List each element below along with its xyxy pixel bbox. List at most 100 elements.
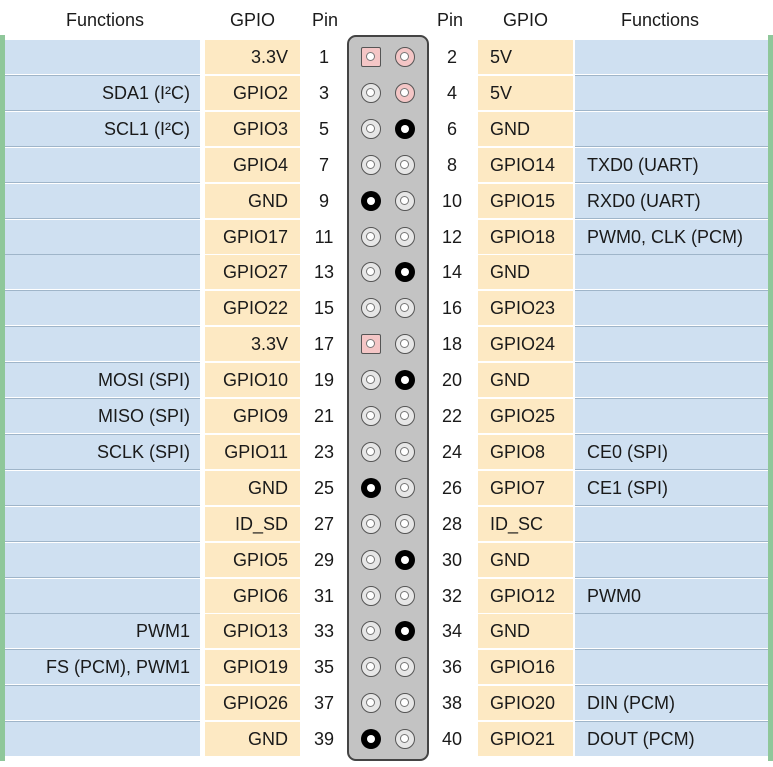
right-function-label [575,399,768,433]
right-pin-number: 16 [441,298,463,319]
row-divider [5,613,200,614]
pin-34-shape [395,621,415,642]
row-divider [575,289,768,291]
right-function-label: TXD0 (UART) [575,147,768,182]
left-gpio-label: GPIO27 [205,255,300,290]
row-divider [5,541,200,543]
right-pin-number: 40 [441,729,463,750]
pin-hole [400,482,409,492]
row-divider [575,325,768,327]
row-divider [5,74,200,76]
right-gpio-label: 5V [478,75,573,110]
row-divider [5,469,200,471]
pin-23-shape [361,441,381,462]
left-pin-number: 27 [313,513,335,534]
right-function-label: PWM0, CLK (PCM) [575,219,768,254]
left-function-label [5,183,200,218]
right-function-label [575,255,768,290]
left-gpio-label: GPIO10 [205,363,300,398]
left-function-label [5,255,200,290]
right-pin-number: 8 [446,154,457,175]
pin-15-shape [361,298,381,319]
pin-hole [400,518,409,528]
left-gpio-label: GPIO4 [205,147,300,182]
left-pin-number: 37 [313,693,335,714]
pin-27-shape [361,513,381,534]
right-gpio-label: GPIO8 [478,434,573,469]
right-function-label [575,363,768,398]
header-right-gpio: GPIO [502,10,548,30]
pin-29-shape [361,549,381,570]
row-divider [575,110,768,112]
right-function-label: CE0 (SPI) [575,434,768,469]
pin-19-shape [361,370,381,391]
pin-4-shape [395,82,415,103]
right-gpio-label: GPIO20 [478,686,573,721]
pin-2-shape [395,47,415,67]
left-function-label: FS (PCM), PWM1 [5,650,200,685]
pin-hole [366,662,375,672]
pin-37-shape [361,693,381,714]
left-pin-number: 23 [313,441,335,462]
right-pin-number: 4 [446,82,457,103]
pin-hole [400,87,409,97]
right-function-label: CE1 (SPI) [575,470,768,505]
right-pin-number: 24 [441,441,463,462]
left-pin-number: 29 [313,549,335,570]
right-pin-number: 26 [441,477,463,498]
right-gpio-label: GPIO23 [478,291,573,326]
pin-10-shape [395,190,415,211]
pin-hole [400,52,409,61]
row-divider [5,397,200,399]
left-gpio-label: GPIO13 [205,614,300,649]
right-function-label [575,111,768,146]
right-pin-number: 20 [441,370,463,391]
row-divider [575,720,768,722]
row-divider [5,361,200,363]
right-gpio-label: GPIO16 [478,650,573,685]
row-divider [5,577,200,579]
row-divider [575,684,768,686]
pin-hole [366,446,375,456]
pin-hole [401,124,409,133]
right-function-label [575,327,768,362]
right-gpio-label: GND [478,255,573,290]
pin-39-shape [361,729,381,750]
right-gpio-label: GPIO25 [478,399,573,433]
left-pin-number: 5 [318,118,329,139]
pin-18-shape [395,334,415,355]
left-function-label [5,506,200,541]
pin-hole [400,446,409,456]
left-pin-number: 9 [318,190,329,211]
left-gpio-label: GPIO9 [205,399,300,433]
left-function-label [5,686,200,721]
right-pin-number: 6 [446,118,457,139]
pin-hole [400,159,409,169]
right-gpio-label: GPIO12 [478,578,573,613]
right-pin-number: 38 [441,693,463,714]
pin-hole [367,196,375,205]
pin-11-shape [361,226,381,247]
pin-16-shape [395,298,415,319]
row-divider [5,720,200,722]
row-divider [575,182,768,184]
pin-20-shape [395,370,415,391]
right-function-label [575,614,768,649]
right-function-label [575,506,768,541]
left-function-label: SCL1 (I²C) [5,111,200,146]
left-function-label [5,327,200,362]
right-gpio-label: GPIO15 [478,183,573,218]
right-gpio-label: 5V [478,40,573,74]
pin-35-shape [361,657,381,678]
row-divider [5,505,200,507]
pin-5-shape [361,118,381,139]
row-divider [575,218,768,220]
pin-40-shape [395,729,415,750]
pin-hole [366,87,375,97]
pin-14-shape [395,262,415,283]
